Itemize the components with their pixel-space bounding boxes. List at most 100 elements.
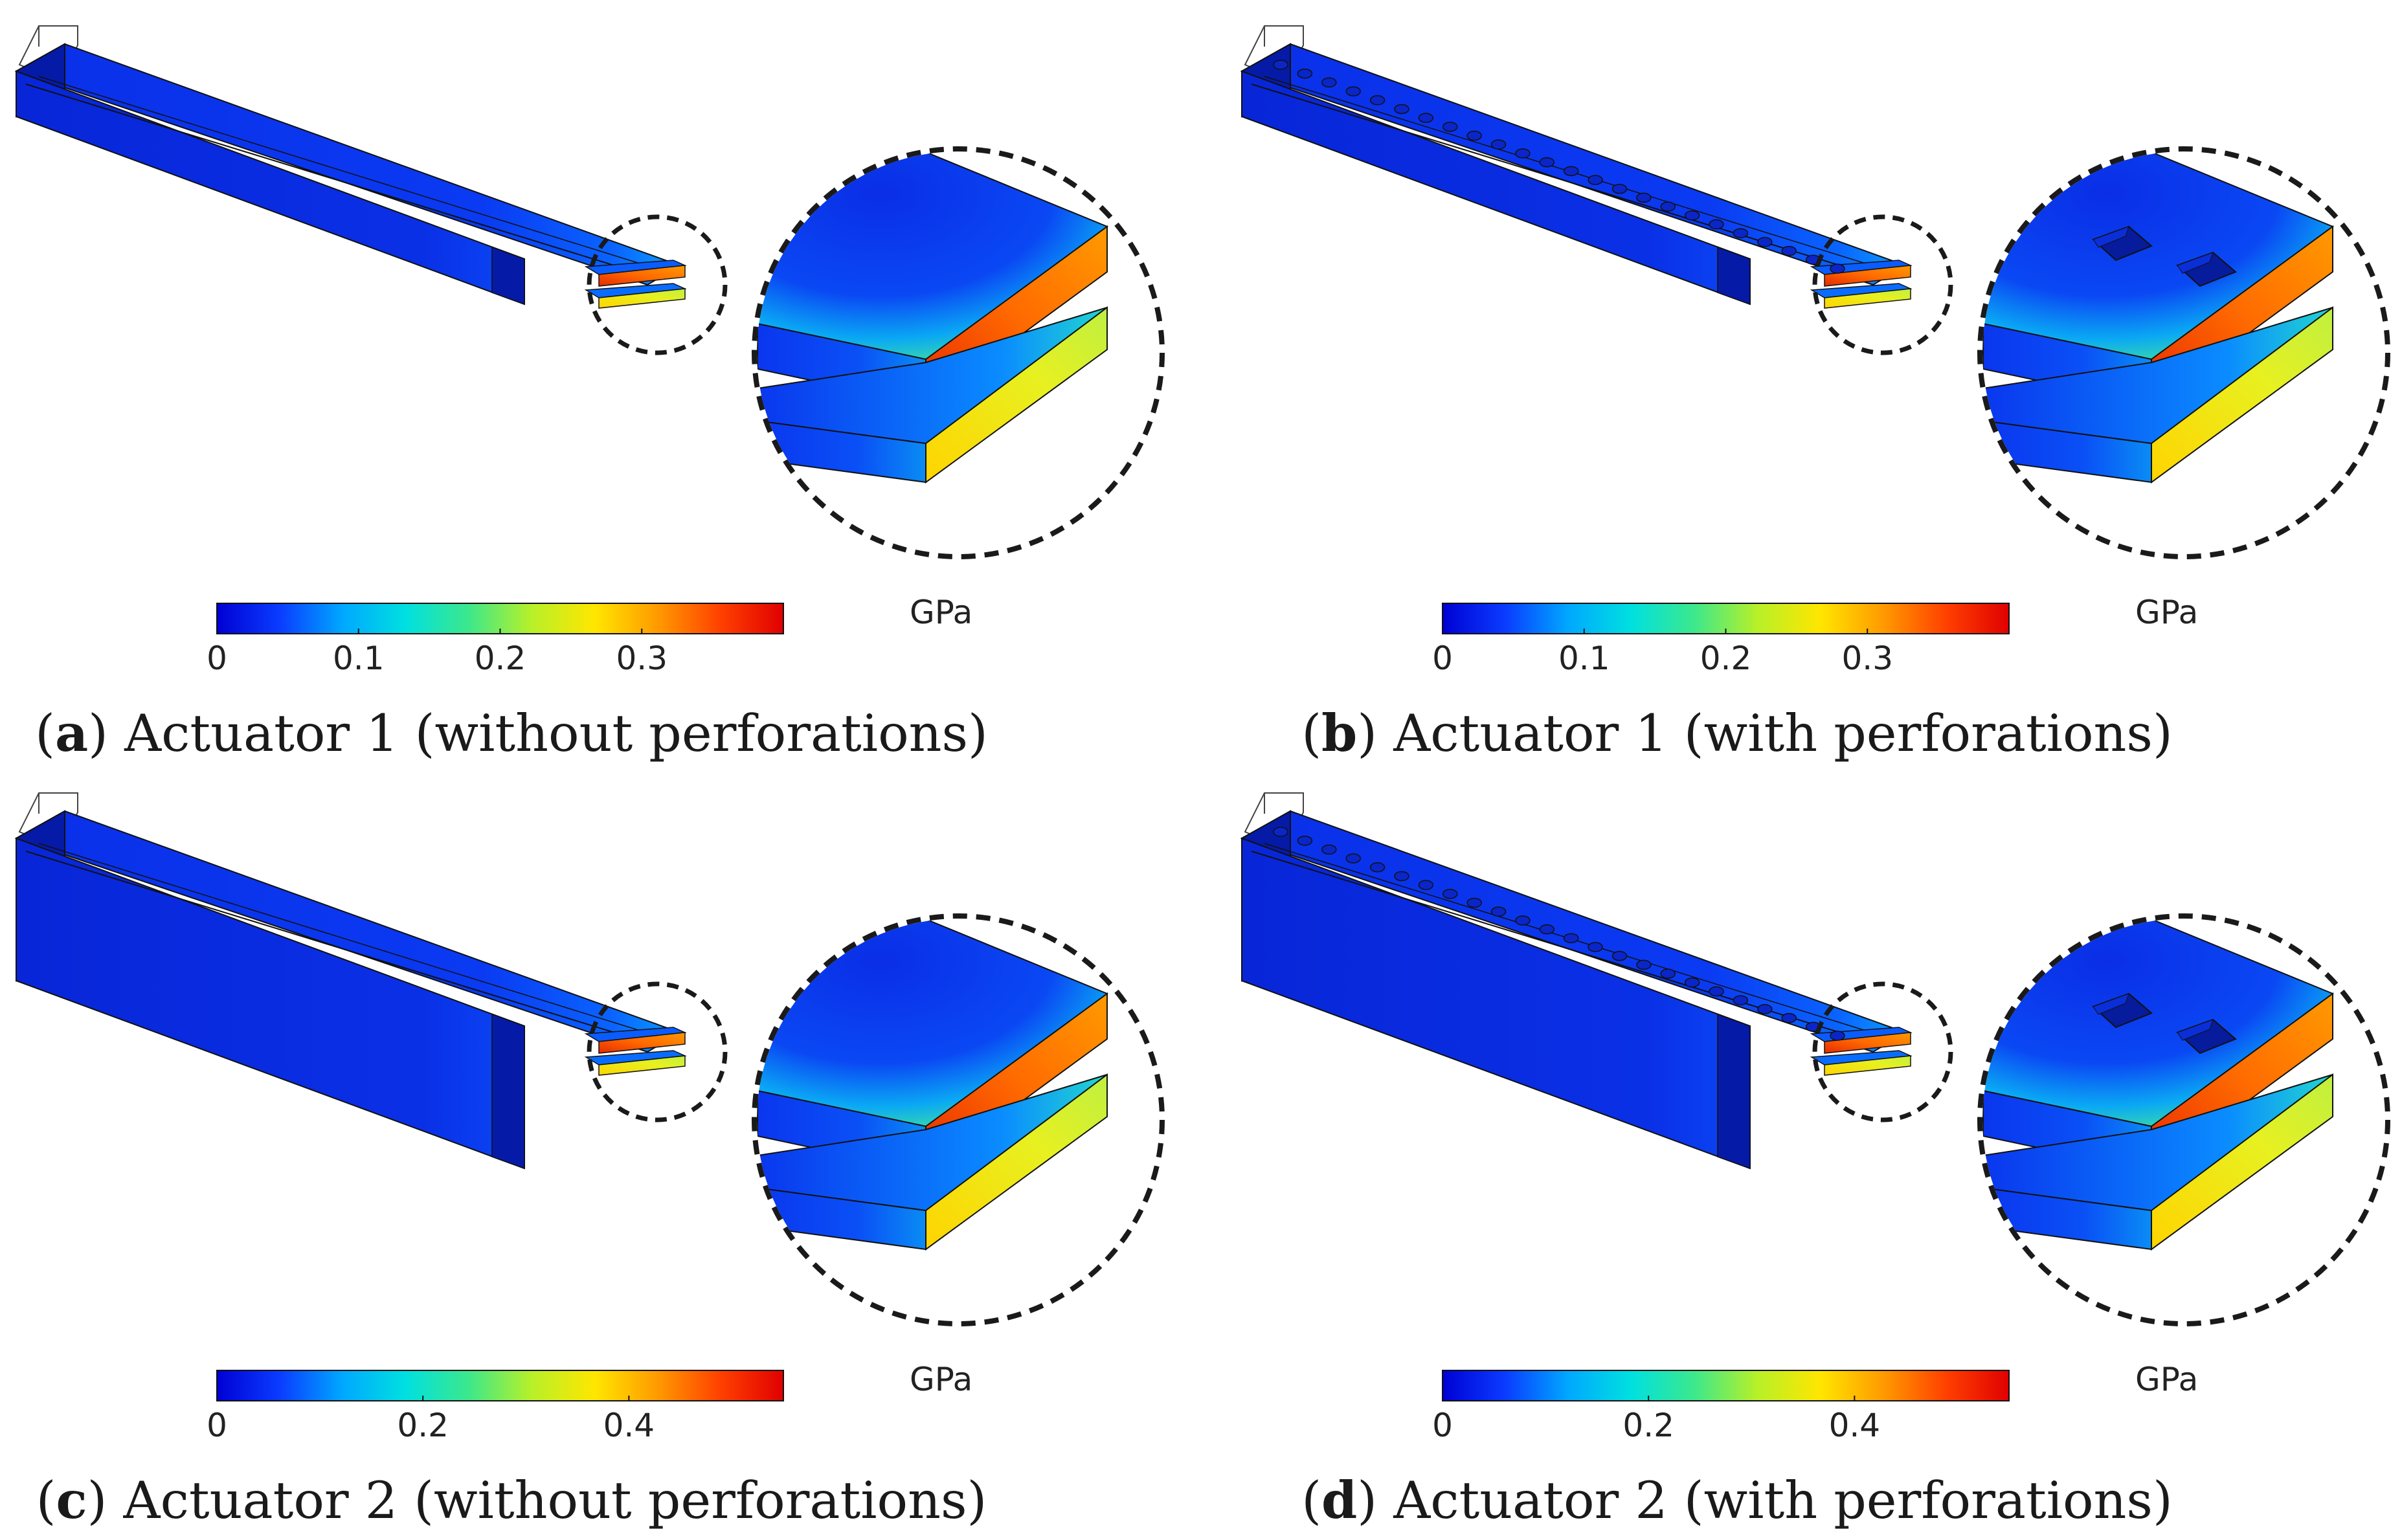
caption-body: Actuator 2 (without perforations) (123, 1471, 987, 1530)
colorbar-tick-label: 0.2 (1700, 640, 1752, 677)
tip-lower-side (598, 1055, 686, 1076)
zoom-dashed-circle (752, 146, 1165, 559)
colorbar-tick-label: 0.1 (1558, 640, 1610, 677)
perforation-hole (1611, 183, 1628, 194)
panel-caption: (a) Actuator 1 (without perforations) (35, 703, 988, 763)
colorbar: 0 0.2 0.4 (1432, 1370, 2010, 1444)
tip-upper-side (598, 265, 686, 287)
zoom-inset (1977, 146, 2390, 559)
actuator-model (14, 25, 728, 355)
panel-caption: (b) Actuator 1 (with perforations) (1301, 703, 2173, 763)
perforation-hole (1466, 897, 1482, 908)
perforation-hole (1781, 1012, 1797, 1023)
tip-highlight-circle (587, 214, 728, 355)
perforation-hole (1273, 60, 1288, 70)
perforation-hole (1733, 995, 1749, 1005)
tip-upper-side (1824, 1032, 1911, 1054)
beam-top-face (14, 43, 682, 286)
tip-upper-side (598, 1032, 686, 1054)
perforation-hole (1394, 871, 1409, 882)
perforation-hole (1321, 844, 1337, 855)
perforation-hole (1781, 245, 1797, 256)
beam-trench-line (38, 843, 668, 1040)
colorbar-tick-label: 0.2 (1622, 1407, 1674, 1444)
colorbar-tick-label: 0.2 (397, 1407, 449, 1444)
zoom-inset (1977, 913, 2390, 1326)
perforation-hole (1297, 68, 1313, 79)
zoom-perforation-wall (2177, 1019, 2214, 1041)
zoom-content (757, 151, 1109, 484)
anchor-step-face (1717, 1013, 1751, 1170)
panel-c: 0 0.2 0.4 GPa (c) Actuator 2 (without perf… (14, 792, 1165, 1530)
perforation-hole (1345, 86, 1361, 96)
perforation-hole (1273, 827, 1288, 837)
tip-highlight-circle (1812, 214, 1953, 355)
colorbar-tick-label: 0.4 (1829, 1407, 1881, 1444)
perforation-hole (1830, 1031, 1845, 1041)
perforation-hole (1733, 228, 1749, 238)
beam-trench-line (1264, 76, 1893, 273)
perforation-hole (1830, 263, 1845, 274)
tip-upper-side (1824, 265, 1911, 287)
anchor-step-face (491, 246, 525, 306)
beam-top-face (1240, 43, 1907, 286)
caption-body: Actuator 1 (without perforations) (124, 704, 988, 763)
caption-body: Actuator 2 (with perforations) (1393, 1471, 2173, 1530)
zoom-perforation-wall (2093, 226, 2129, 248)
perforation-hole (1466, 130, 1482, 141)
tip-highlight-circle (1812, 981, 1953, 1122)
zoom-dashed-circle (1977, 146, 2390, 559)
anchor-step-face (491, 1013, 525, 1170)
colorbar-gradient (1442, 1370, 2010, 1401)
tip-lower-side (598, 288, 686, 309)
perforation-hole (1684, 977, 1700, 988)
perforation-hole (1660, 201, 1676, 212)
actuator-model (14, 792, 728, 1170)
colorbar-unit: GPa (910, 1361, 972, 1398)
colorbar-tick-label: 0.3 (1841, 640, 1893, 677)
caption-letter: b (1321, 703, 1357, 763)
colorbar-unit: GPa (910, 594, 972, 631)
perforation-hole (1345, 853, 1361, 864)
panel-caption: (c) Actuator 2 (without perforations) (36, 1470, 987, 1530)
colorbar-tick-label: 0.3 (616, 640, 668, 677)
zoom-content (1982, 919, 2335, 1251)
anchor-step-face (1717, 246, 1751, 306)
tip-highlight-circle (587, 981, 728, 1122)
perforation-hole (1636, 192, 1652, 203)
caption-letter: d (1321, 1470, 1357, 1530)
perforation-hole (1515, 148, 1531, 159)
zoom-dashed-circle (752, 913, 1165, 1326)
perforation-hole (1539, 924, 1555, 935)
perforation-hole (1709, 986, 1724, 997)
colorbar-tick-label: 0 (1432, 1407, 1453, 1444)
perforation-hole (1636, 959, 1652, 970)
perforation-hole (1611, 950, 1628, 961)
perforation-hole (1563, 166, 1579, 177)
colorbar-tick-label: 0.4 (603, 1407, 655, 1444)
perforation-hole (1515, 915, 1531, 926)
colorbar: 0 0.2 0.4 (207, 1370, 784, 1444)
caption-body: Actuator 1 (with perforations) (1393, 704, 2173, 763)
perforation-hole (1418, 880, 1434, 890)
colorbar-tick-label: 0 (207, 640, 227, 677)
perforation-hole (1563, 933, 1579, 944)
perforation-hole (1709, 219, 1724, 230)
caption-letter: a (55, 703, 88, 763)
perforation-hole (1588, 175, 1603, 185)
perforation-hole (1660, 968, 1676, 979)
beam-trench-line (25, 84, 661, 280)
zoom-content (1982, 151, 2335, 484)
tip-lower-side (1824, 1055, 1911, 1076)
zoom-perforation-wall (2093, 993, 2129, 1015)
perforation-hole (1369, 862, 1386, 873)
colorbar-tick-label: 0 (207, 1407, 227, 1444)
panel-caption: (d) Actuator 2 (with perforations) (1301, 1470, 2173, 1530)
colorbar-tick-label: 0.1 (333, 640, 385, 677)
perforation-hole (1539, 157, 1555, 168)
perforation-hole (1588, 942, 1603, 952)
